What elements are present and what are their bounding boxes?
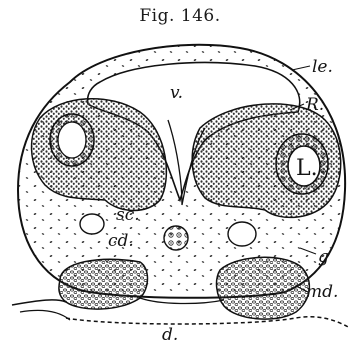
right-vesicle xyxy=(228,222,256,246)
label-md: md. xyxy=(306,282,338,302)
label-cd: cd. xyxy=(108,231,134,251)
sc-vesicle xyxy=(80,214,104,234)
label-v: v. xyxy=(170,83,183,103)
label-g: g xyxy=(318,247,329,267)
cd-structure xyxy=(164,226,188,250)
label-sc: sc. xyxy=(116,205,140,225)
label-L: L. xyxy=(296,156,318,181)
label-d: d. xyxy=(162,325,178,345)
label-le: le. xyxy=(312,57,333,77)
label-R: R. xyxy=(305,95,324,115)
